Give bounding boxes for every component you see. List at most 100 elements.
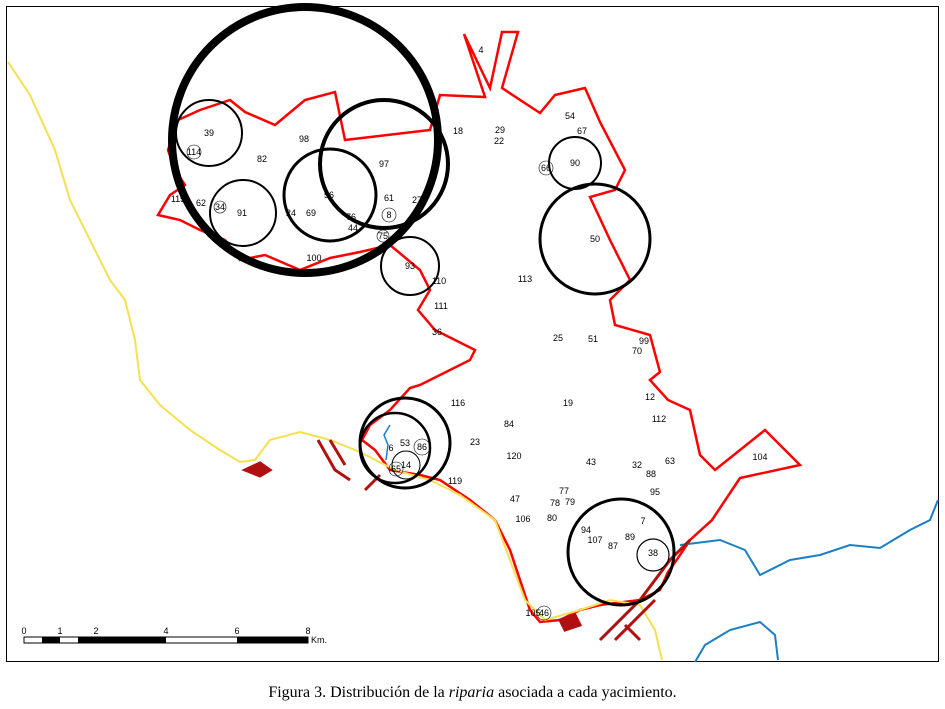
- river-3: [383, 424, 391, 461]
- riparia-circle: [380, 236, 440, 296]
- site-label-51: 51: [588, 334, 598, 344]
- site-label-112: 112: [652, 414, 666, 424]
- site-label-100: 100: [306, 253, 321, 263]
- site-label-34: 34: [215, 202, 225, 212]
- site-label-113: 113: [518, 274, 532, 284]
- site-label-111: 111: [434, 301, 448, 311]
- site-label-65: 65: [391, 464, 401, 474]
- scale-tick-label: 8: [305, 626, 310, 636]
- site-label-98: 98: [299, 134, 309, 144]
- site-label-86: 86: [417, 442, 427, 452]
- site-label-78: 78: [550, 498, 560, 508]
- site-label-97: 97: [379, 159, 389, 169]
- site-label-8: 8: [386, 210, 391, 220]
- site-label-93: 93: [405, 261, 415, 271]
- site-label-18: 18: [453, 126, 463, 136]
- site-label-95: 95: [650, 487, 660, 497]
- site-label-63: 63: [665, 456, 675, 466]
- site-label-50: 50: [590, 234, 600, 244]
- urban-areas: [241, 439, 692, 642]
- scale-tick-label: 6: [234, 626, 239, 636]
- scale-unit: Km.: [311, 635, 327, 645]
- site-label-53: 53: [400, 438, 410, 448]
- site-label-82: 82: [257, 154, 267, 164]
- river: [679, 499, 939, 577]
- site-label-29: 29: [495, 125, 505, 135]
- caption-text-end: asociada a cada yacimiento.: [494, 684, 677, 701]
- site-label-66: 66: [541, 163, 551, 173]
- caption-italic: riparia: [448, 684, 495, 701]
- riparia-circle: [388, 461, 404, 477]
- site-label-120: 120: [506, 451, 521, 461]
- riparia-circle: [376, 229, 390, 243]
- site-label-69: 69: [306, 208, 316, 218]
- site-label-4: 4: [478, 45, 483, 55]
- site-label-110: 110: [432, 276, 446, 286]
- site-label-44: 44: [348, 223, 358, 233]
- site-label-43: 43: [586, 457, 596, 467]
- site-label-87: 87: [608, 541, 618, 551]
- site-label-88: 88: [646, 469, 656, 479]
- site-label-94: 94: [581, 525, 591, 535]
- scale-bar: 0 1 2 4 6 8 Km.: [21, 626, 327, 645]
- riparia-circle: [538, 182, 652, 296]
- riparia-circle: [381, 207, 397, 223]
- site-label-77: 77: [559, 486, 569, 496]
- site-label-12: 12: [645, 392, 655, 402]
- site-label-80: 80: [547, 513, 557, 523]
- site-label-105: 105: [525, 608, 540, 618]
- figure-caption: Figura 3. Distribución de la riparia aso…: [0, 684, 945, 702]
- site-label-38: 38: [648, 548, 658, 558]
- site-label-70: 70: [632, 346, 642, 356]
- site-label-25: 25: [553, 333, 563, 343]
- site-label-89: 89: [625, 532, 635, 542]
- riparia-circles: [168, 3, 676, 621]
- site-label-79: 79: [565, 497, 575, 507]
- scale-tick-label: 4: [163, 626, 168, 636]
- riparia-circle: [213, 200, 227, 214]
- site-label-99: 99: [639, 336, 649, 346]
- coastal-road: [7, 61, 663, 661]
- site-label-14: 14: [401, 460, 411, 470]
- site-label-32: 32: [632, 460, 642, 470]
- riparia-circle: [175, 99, 243, 167]
- riparia-circle: [413, 438, 431, 456]
- site-label-75: 75: [378, 231, 388, 241]
- site-label-62: 62: [196, 198, 206, 208]
- site-label-115: 115: [171, 194, 185, 204]
- site-label-84: 84: [504, 419, 514, 429]
- site-label-54: 54: [565, 111, 575, 121]
- riparia-circle: [536, 605, 552, 621]
- riparia-circle: [209, 179, 277, 247]
- site-label-46: 46: [539, 608, 549, 618]
- site-label-6: 6: [388, 443, 393, 453]
- map-frame: [6, 6, 939, 662]
- riparia-circle: [186, 144, 202, 160]
- site-label-91: 91: [237, 208, 247, 218]
- site-label-39: 39: [204, 128, 214, 138]
- site-label-24: 24: [286, 208, 296, 218]
- riparia-circle: [566, 497, 676, 607]
- site-label-7: 7: [640, 516, 645, 526]
- site-label-106: 106: [515, 514, 530, 524]
- site-label-76: 76: [346, 212, 356, 222]
- site-label-107: 107: [587, 535, 602, 545]
- scale-tick-label: 2: [93, 626, 98, 636]
- riparia-circle: [391, 450, 421, 480]
- municipal-boundary: [156, 30, 803, 624]
- site-label-22: 22: [494, 136, 504, 146]
- riparia-circle: [636, 538, 670, 572]
- caption-text: Figura 3. Distribución de la: [268, 684, 449, 701]
- site-label-23: 23: [470, 437, 480, 447]
- riparia-circle: [168, 3, 442, 277]
- site-label-114: 114: [187, 147, 201, 157]
- site-label-19: 19: [563, 398, 573, 408]
- scale-tick-label: 0: [21, 626, 26, 636]
- scale-tick-label: 1: [57, 626, 62, 636]
- riparia-circle: [318, 98, 450, 230]
- site-label-90: 90: [570, 158, 580, 168]
- site-label-27: 27: [412, 195, 422, 205]
- site-label-67: 67: [577, 126, 587, 136]
- river-2: [694, 620, 779, 663]
